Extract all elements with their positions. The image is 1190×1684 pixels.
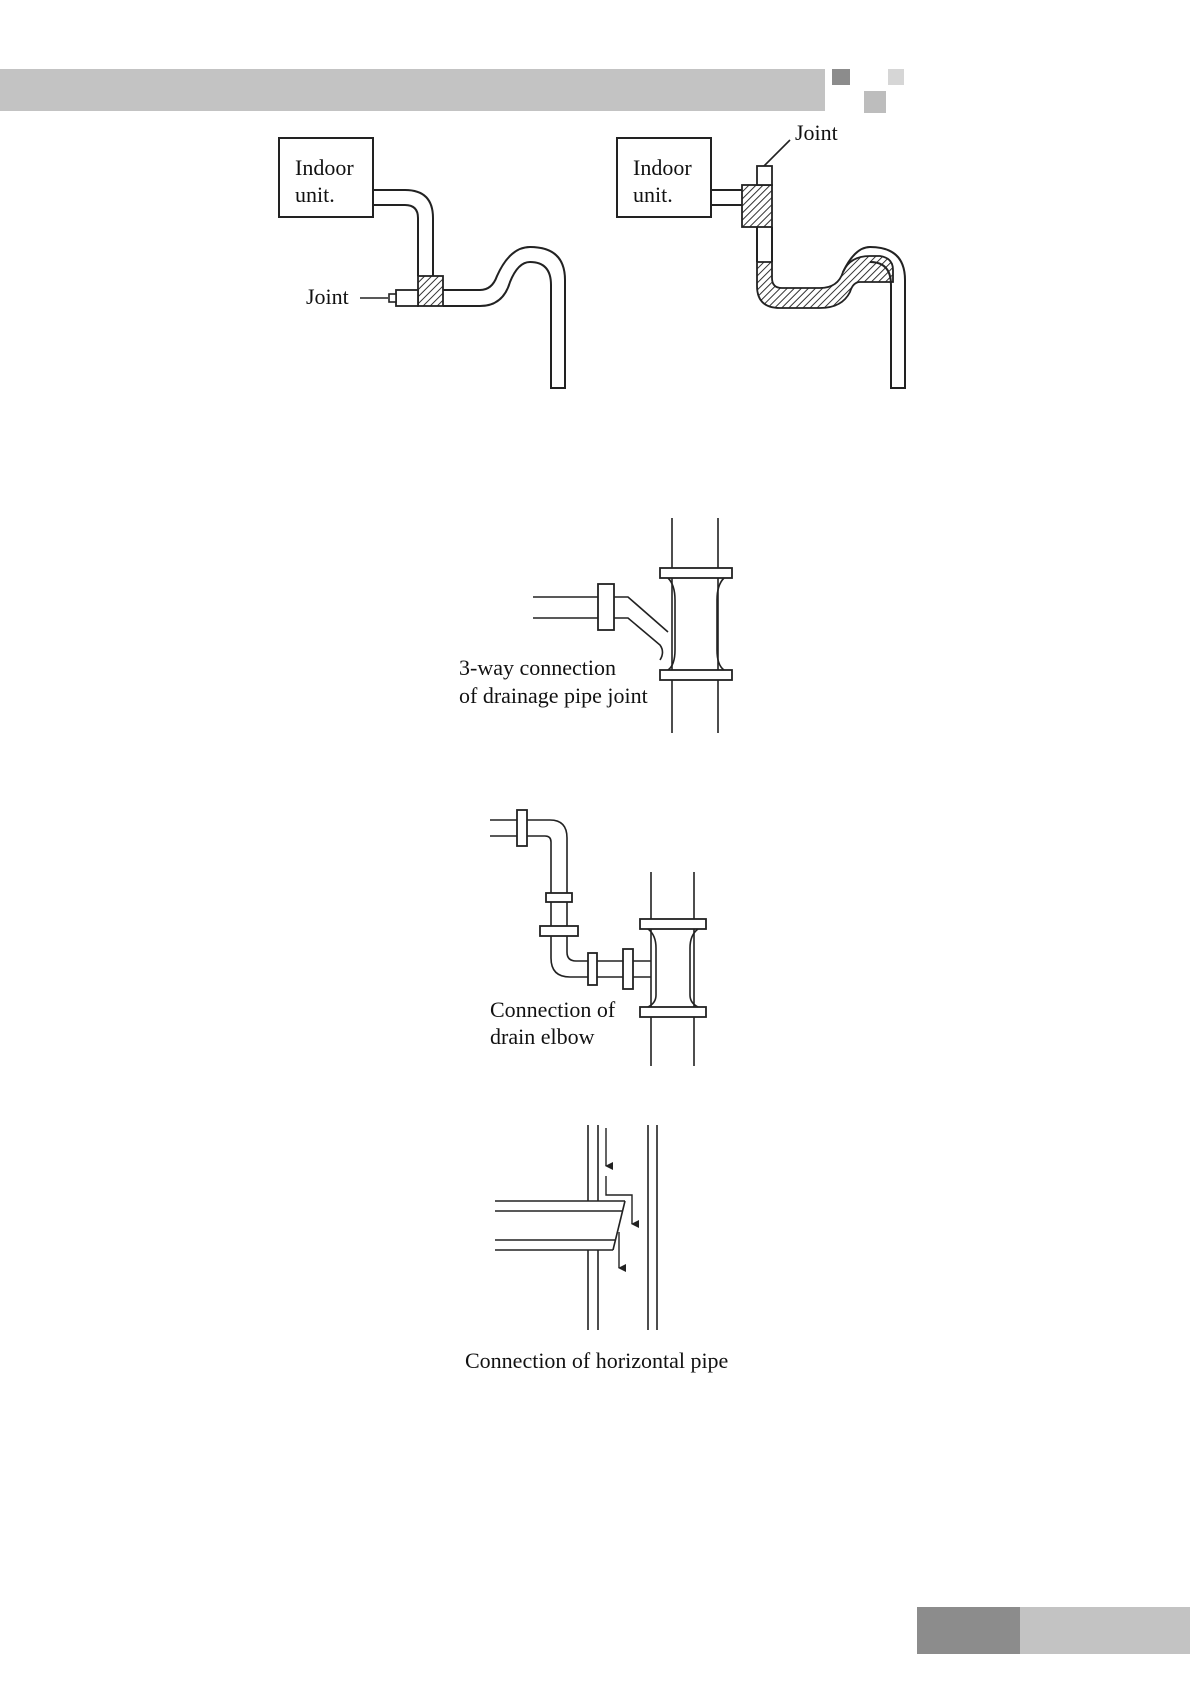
vertical-pipe: [757, 227, 772, 262]
3way-caption-1: 3-way connection: [459, 655, 616, 680]
tee-flange-bottom: [640, 1007, 706, 1017]
joint-pointer: [764, 140, 790, 166]
trap-pipe-top: [443, 247, 565, 388]
coupling-3: [588, 953, 597, 985]
inlet-coupling: [517, 810, 527, 846]
branch-pipe: [533, 597, 598, 618]
tee-flange-bottom: [660, 670, 732, 680]
hatched-trap: [757, 256, 893, 308]
lower-elbow: [551, 936, 588, 977]
outlet-pipe: [597, 961, 623, 977]
indoor-unit-label-1: Indoor: [295, 155, 354, 180]
joint-plug-tip: [389, 294, 396, 302]
joint-label: Joint: [795, 120, 838, 145]
indoor-unit-label-2: unit.: [633, 182, 673, 207]
horizontal-caption: Connection of horizontal pipe: [465, 1348, 728, 1373]
stub-pipe: [711, 190, 742, 205]
tee-flange-top: [640, 919, 706, 929]
figure-horizontal-pipe: Connection of horizontal pipe: [465, 1125, 728, 1373]
indoor-unit-label-1: Indoor: [633, 155, 692, 180]
joint-label: Joint: [306, 284, 349, 309]
3way-caption-2: of drainage pipe joint: [459, 683, 648, 708]
inlet-pipe: [490, 820, 517, 836]
joint-stem: [757, 166, 772, 185]
joint-block: [742, 185, 772, 227]
coupling-4: [623, 949, 633, 989]
figure-3way-connection: 3-way connection of drainage pipe joint: [459, 518, 732, 733]
coupling-2: [540, 926, 578, 936]
horizontal-pipe: [495, 1201, 625, 1250]
figure-drain-elbow: Connection of drain elbow: [490, 810, 706, 1066]
figure-top-left: Indoor unit. Joint: [279, 138, 565, 388]
elbow-caption-1: Connection of: [490, 997, 616, 1022]
mid-pipe: [551, 902, 567, 926]
drain-pipe-inner: [373, 205, 418, 276]
tee-body: [668, 578, 724, 670]
branch-angle: [614, 597, 668, 660]
upper-elbow: [527, 820, 567, 893]
coupling-1: [546, 893, 572, 902]
branch-coupling: [598, 584, 614, 630]
figure-top-right: Indoor unit. Joint: [617, 120, 905, 388]
joint-block: [418, 276, 443, 306]
outlet-stub: [633, 961, 651, 977]
joint-plug: [396, 290, 418, 306]
indoor-unit-label-2: unit.: [295, 182, 335, 207]
drain-pipe-outer: [373, 190, 433, 276]
tee-flange-top: [660, 568, 732, 578]
elbow-caption-2: drain elbow: [490, 1024, 595, 1049]
tee-body: [648, 929, 698, 1007]
